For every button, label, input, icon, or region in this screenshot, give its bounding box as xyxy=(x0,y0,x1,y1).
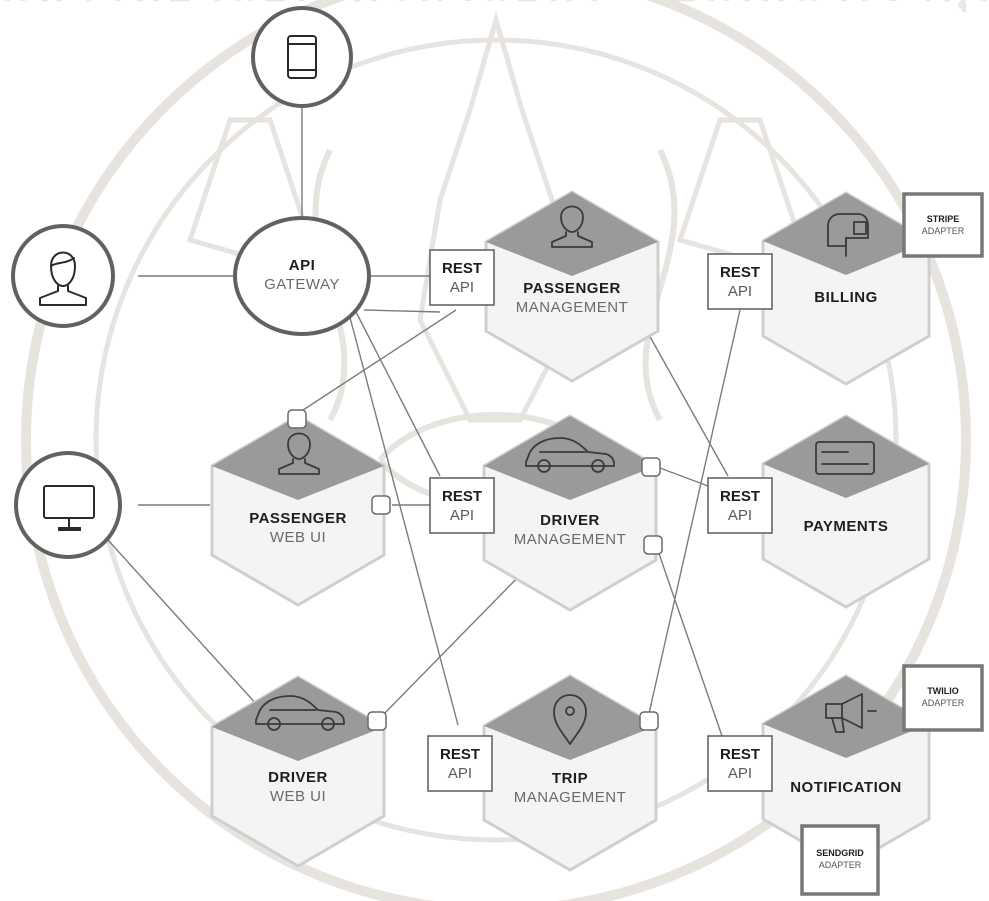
api-gateway-title: API xyxy=(289,257,316,274)
user-person-icon xyxy=(39,251,87,306)
person-icon xyxy=(551,205,593,248)
passenger-web-ui-service: PASSENGER WEB UI xyxy=(210,414,386,607)
desktop-monitor-icon xyxy=(43,485,95,531)
svg-text:REST: REST xyxy=(442,488,482,505)
svg-text:REST: REST xyxy=(440,746,480,763)
api-gateway-subtitle: GATEWAY xyxy=(264,276,340,293)
megaphone-icon xyxy=(825,693,877,733)
payments-service: PAYMENTS xyxy=(761,414,931,609)
rest-api-billing: REST API xyxy=(707,253,773,310)
rest-api-trip-management: REST API xyxy=(427,735,493,792)
mobile-client xyxy=(251,6,353,108)
payments-title: PAYMENTS xyxy=(804,518,889,535)
driver-web-ui-title: DRIVER xyxy=(268,769,328,786)
passenger-management-service: PASSENGER MANAGEMENT xyxy=(484,190,660,383)
svg-text:TWILIO: TWILIO xyxy=(927,686,959,696)
svg-text:API: API xyxy=(450,279,474,296)
desktop-client xyxy=(14,451,122,559)
car-icon xyxy=(255,695,345,731)
driver-management-service: DRIVER MANAGEMENT xyxy=(482,414,658,612)
rest-api-passenger-management: REST API xyxy=(429,249,495,306)
billing-title: BILLING xyxy=(814,289,878,306)
sendgrid-adapter: SENDGRID ADAPTER xyxy=(800,824,880,896)
svg-text:API: API xyxy=(728,765,752,782)
location-pin-icon xyxy=(553,694,587,745)
svg-text:ADAPTER: ADAPTER xyxy=(922,698,965,708)
notification-title: NOTIFICATION xyxy=(790,779,902,796)
trip-management-subtitle: MANAGEMENT xyxy=(514,789,627,806)
svg-text:REST: REST xyxy=(720,746,760,763)
svg-text:API: API xyxy=(728,283,752,300)
svg-text:SENDGRID: SENDGRID xyxy=(816,848,864,858)
driver-management-title: DRIVER xyxy=(540,512,600,529)
driver-management-subtitle: MANAGEMENT xyxy=(514,531,627,548)
api-gateway: API GATEWAY xyxy=(233,216,371,336)
svg-text:REST: REST xyxy=(720,488,760,505)
rest-api-notification: REST API xyxy=(707,735,773,792)
person-icon xyxy=(278,432,320,475)
driver-web-ui-subtitle: WEB UI xyxy=(270,788,326,805)
watermark-text: มหาวิทยาลัยเทคโนโลยีพระจอมเกล้าเจ้าคุณทห… xyxy=(0,0,989,13)
svg-text:STRIPE: STRIPE xyxy=(927,214,960,224)
trip-management-title: TRIP xyxy=(552,770,588,787)
passenger-web-ui-title: PASSENGER xyxy=(249,510,347,527)
svg-text:REST: REST xyxy=(720,264,760,281)
credit-card-icon xyxy=(815,441,875,475)
port-driver-web-ui-right xyxy=(367,711,387,731)
mailbox-icon xyxy=(827,213,869,257)
rest-api-payments: REST API xyxy=(707,477,773,534)
svg-text:API: API xyxy=(448,765,472,782)
rest-api-driver-management: REST API xyxy=(429,477,495,534)
port-passenger-web-ui-right xyxy=(371,495,391,515)
passenger-management-title: PASSENGER xyxy=(523,280,621,297)
user-client xyxy=(11,224,115,328)
port-passenger-web-ui-top xyxy=(287,409,307,429)
connector-ports xyxy=(287,409,663,731)
port-trip-management-right xyxy=(639,711,659,731)
passenger-web-ui-subtitle: WEB UI xyxy=(270,529,326,546)
stripe-adapter: STRIPE ADAPTER xyxy=(902,192,984,258)
svg-text:API: API xyxy=(450,507,474,524)
svg-text:REST: REST xyxy=(442,260,482,277)
port-driver-management-right-lower xyxy=(643,535,663,555)
car-icon xyxy=(525,437,615,473)
svg-text:ADAPTER: ADAPTER xyxy=(922,226,965,236)
svg-text:API: API xyxy=(728,507,752,524)
passenger-management-subtitle: MANAGEMENT xyxy=(516,299,629,316)
port-driver-management-right-upper xyxy=(641,457,661,477)
svg-text:ADAPTER: ADAPTER xyxy=(819,860,862,870)
mobile-device-icon xyxy=(287,35,317,79)
driver-web-ui-service: DRIVER WEB UI xyxy=(210,675,386,868)
twilio-adapter: TWILIO ADAPTER xyxy=(902,664,984,732)
